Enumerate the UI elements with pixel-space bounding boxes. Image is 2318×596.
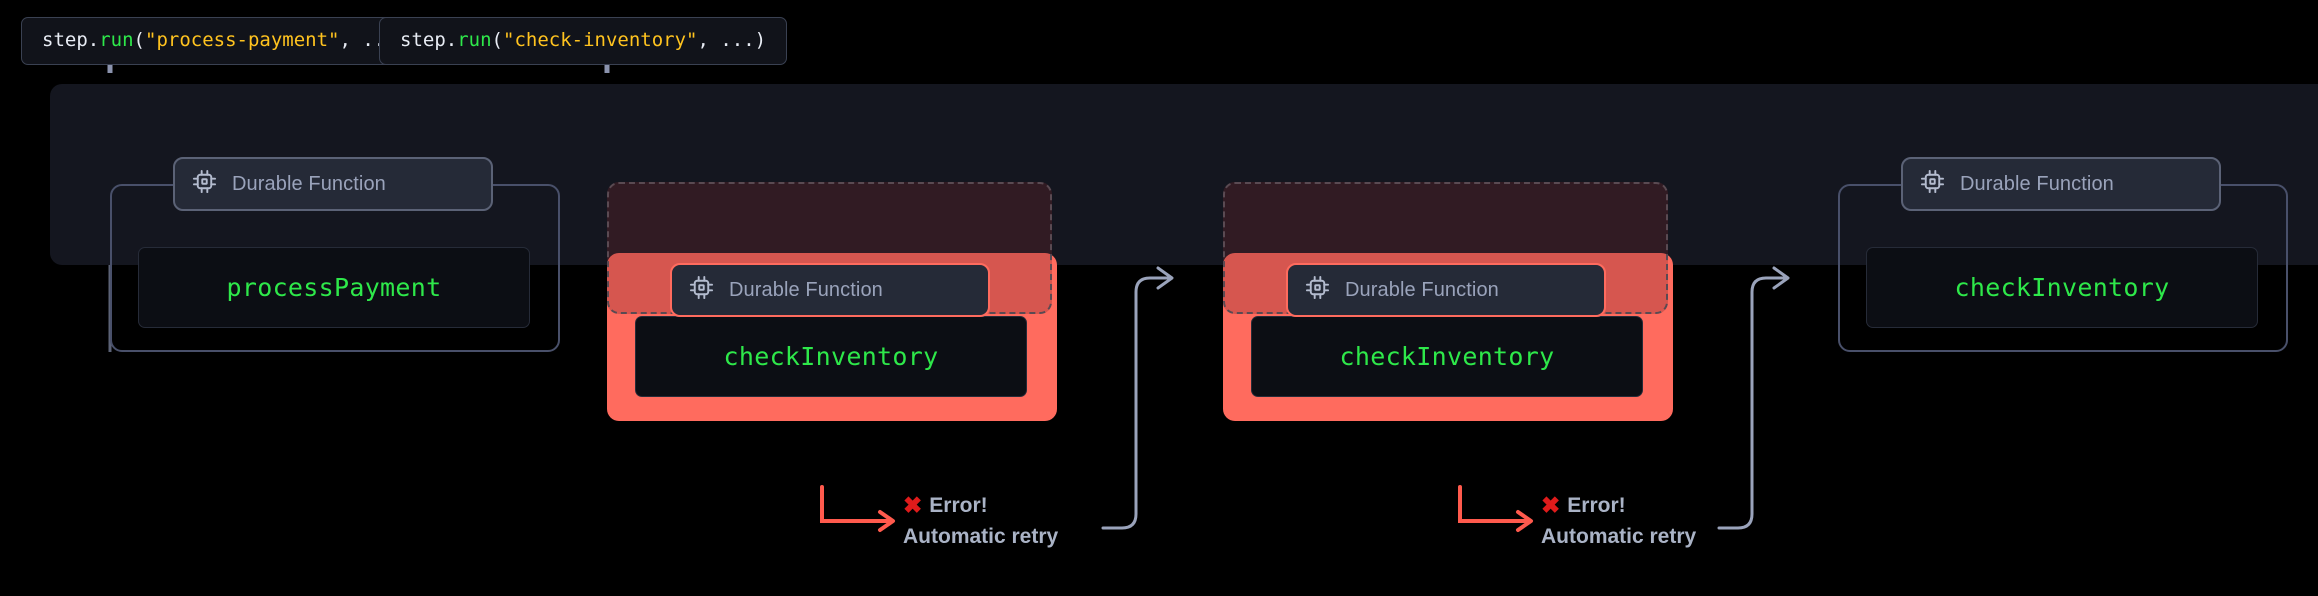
function-name: checkInventory <box>723 342 939 371</box>
durable-function-label: Durable Function <box>232 172 386 195</box>
code-label-check-inventory: step.run("check-inventory", ...) <box>379 17 788 65</box>
code-rest: , ...) <box>697 29 767 51</box>
function-name: processPayment <box>226 273 442 302</box>
function-name-plate: checkInventory <box>1251 316 1643 397</box>
code-argument: "process-payment" <box>145 29 340 51</box>
error-arrowhead-2 <box>1516 510 1533 532</box>
error-note-1: ✖ Error! Automatic retry <box>903 492 1058 547</box>
retry-arrowhead-2 <box>1772 266 1790 290</box>
retry-arrow-2 <box>1717 276 1786 530</box>
x-cross-icon: ✖ <box>903 491 923 518</box>
error-title: Error! <box>929 493 988 517</box>
function-name-plate: checkInventory <box>1866 247 2258 328</box>
cpu-chip-icon <box>1304 274 1331 306</box>
retry-arrowhead-1 <box>1156 266 1174 290</box>
x-cross-icon: ✖ <box>1541 491 1561 518</box>
error-elbow-arrow-2 <box>1458 485 1530 523</box>
error-row: ✖ Error! <box>903 492 1058 518</box>
code-dot: . <box>445 29 458 51</box>
error-arrowhead-1 <box>878 510 895 532</box>
durable-function-label: Durable Function <box>729 278 883 301</box>
function-name: checkInventory <box>1339 342 1555 371</box>
code-object: step <box>42 29 88 51</box>
durable-function-label: Durable Function <box>1960 172 2114 195</box>
function-name-plate: checkInventory <box>635 316 1027 397</box>
function-name-plate: processPayment <box>138 247 530 328</box>
error-note-2: ✖ Error! Automatic retry <box>1541 492 1696 547</box>
code-method: run <box>99 29 134 51</box>
automatic-retry-label: Automatic retry <box>1541 525 1697 548</box>
automatic-retry-label: Automatic retry <box>903 525 1059 548</box>
code-open-paren: ( <box>133 29 145 51</box>
retry-arrow-1 <box>1101 276 1170 530</box>
durable-function-badge[interactable]: Durable Function <box>670 263 990 317</box>
code-label-process-payment: step.run("process-payment", ...) <box>21 17 430 65</box>
code-argument: "check-inventory" <box>503 29 698 51</box>
error-row: ✖ Error! <box>1541 492 1696 518</box>
durable-function-badge[interactable]: Durable Function <box>1901 157 2221 211</box>
error-title: Error! <box>1567 493 1626 517</box>
function-name: checkInventory <box>1954 273 2170 302</box>
durable-function-label: Durable Function <box>1345 278 1499 301</box>
error-elbow-arrow-1 <box>820 485 892 523</box>
code-dot: . <box>87 29 100 51</box>
durable-function-badge[interactable]: Durable Function <box>1286 263 1606 317</box>
cpu-chip-icon <box>1919 168 1946 200</box>
durable-function-badge[interactable]: Durable Function <box>173 157 493 211</box>
cpu-chip-icon <box>191 168 218 200</box>
cpu-chip-icon <box>688 274 715 306</box>
code-method: run <box>457 29 492 51</box>
code-object: step <box>400 29 446 51</box>
code-open-paren: ( <box>491 29 503 51</box>
